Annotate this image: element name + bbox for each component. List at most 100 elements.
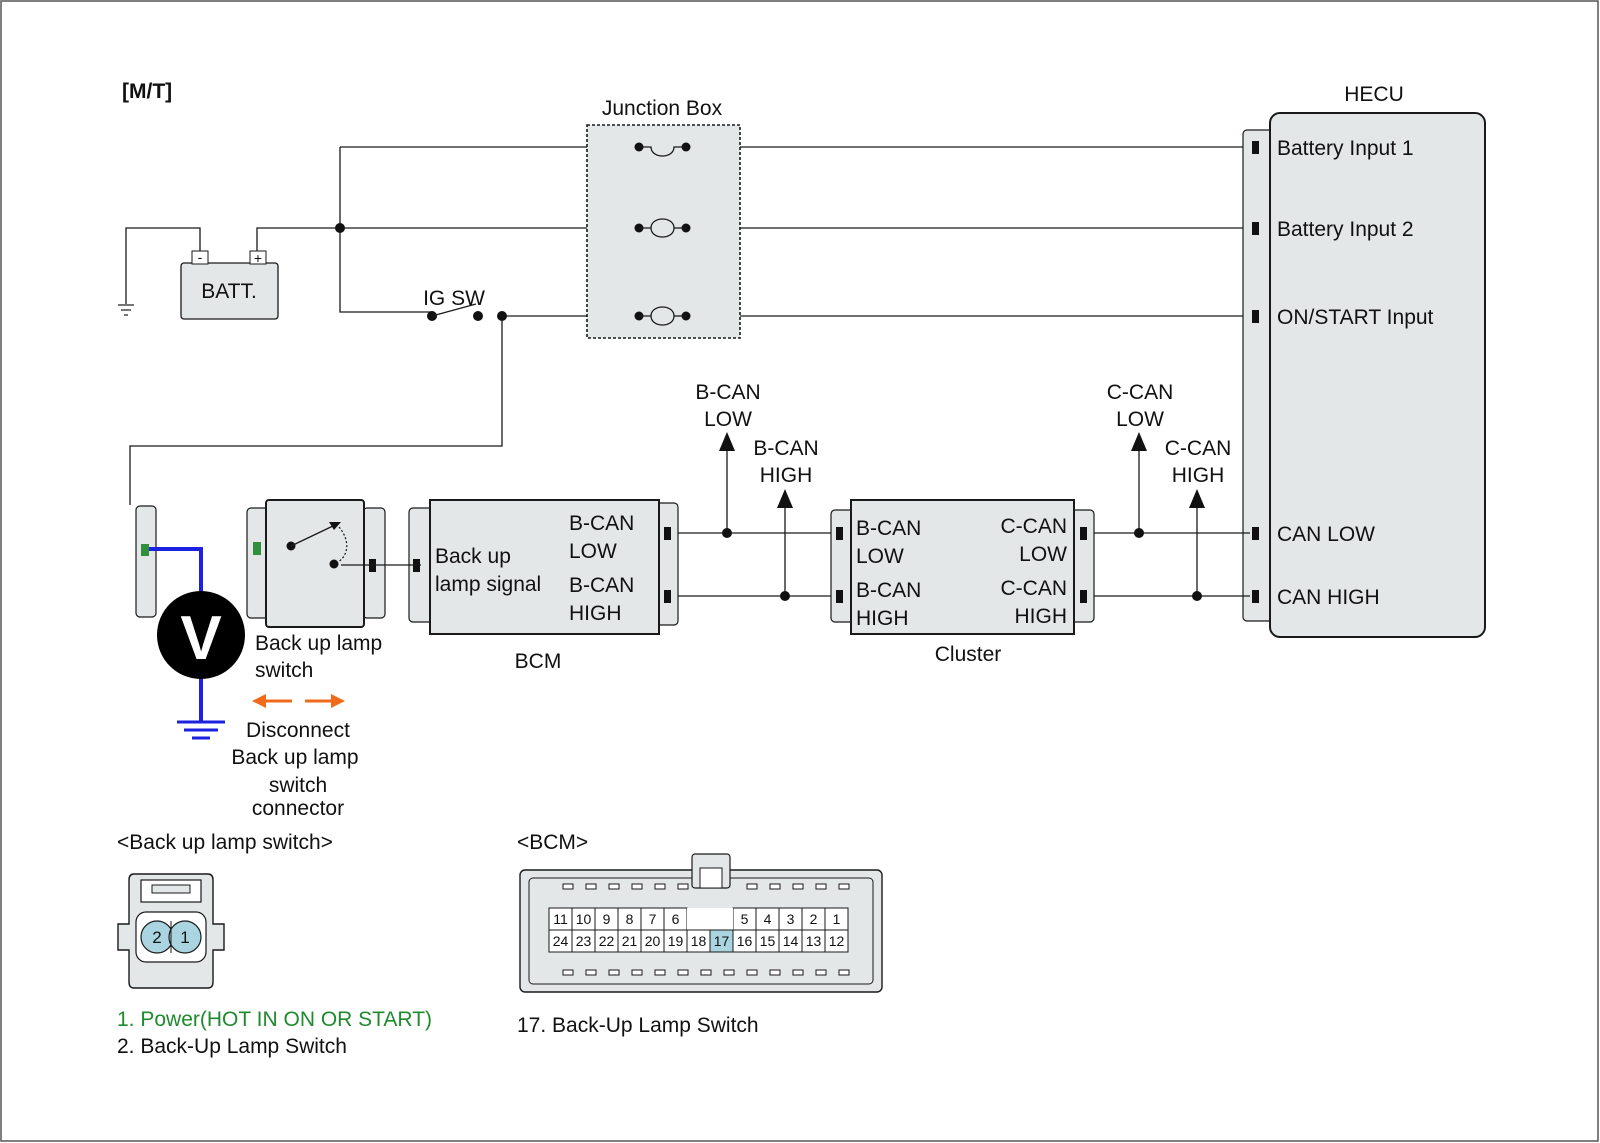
bcm-body [429,499,660,635]
ccan-high-tag-line1: C-CAN [1165,437,1232,460]
bcm-pin-label: 24 [553,933,569,949]
bcm-key-notch [792,969,804,976]
bcm-can-high-line2: HIGH [569,602,622,625]
bcm-pin-label: 15 [760,933,776,949]
battery-label: BATT. [201,280,257,303]
bcan-low-tag-line1: B-CAN [695,381,760,404]
hecu-pins [1252,141,1259,603]
cluster-pin-ccan-low [1080,527,1087,540]
backup-lamp-switch: Back up lamp switch [135,499,421,682]
backup-connector-pin-1-label: 1 [180,928,189,947]
bcm-key-notch [585,969,597,976]
cluster-ccan-low-line2: LOW [1019,543,1067,566]
bcm-label: BCM [515,650,562,673]
probe-lead-positive [149,547,203,600]
bcm-pin-label: 18 [691,933,707,949]
voltmeter-icon [157,591,245,679]
bcm-key-notch [746,883,758,890]
bcan-high-tag-line2: HIGH [760,464,813,487]
bcm-key-notch [838,883,850,890]
fuse-3-icon [634,306,691,326]
bcm-pin-label: 22 [599,933,615,949]
hecu-input-battery-2: Battery Input 2 [1277,218,1414,241]
cluster-pin-bcan-low [836,527,843,540]
ig-switch-blade [431,303,477,317]
bcm-key-notch [654,969,666,976]
can-arrows [719,432,1205,601]
backup-switch-label-line1: Back up lamp [255,632,382,655]
bcm-pin-label: 19 [668,933,684,949]
bcm-key-notch [792,883,804,890]
bcm-pin-label: 23 [576,933,592,949]
mode-label: [M/T] [122,80,172,103]
disconnect-note-line2: Back up lamp [231,746,358,769]
bcm-key-notch [838,969,850,976]
can-wires [676,448,1250,597]
bcm-pin-label: 20 [645,933,661,949]
disconnect-note-line1: Disconnect [246,719,350,742]
backup-connector-title: <Back up lamp switch> [117,831,333,854]
voltmeter-symbol: V [180,604,221,673]
ccan-low-arrow-icon [1131,432,1147,451]
bcm-connector-legend: 17. Back-Up Lamp Switch [517,1014,759,1037]
hecu-connector [1242,129,1274,622]
bcm-pin-can-high [664,590,671,603]
switch-pin-green [253,542,261,555]
bcm-pin-can-low [664,527,671,540]
switch-actuator-arrow-icon [329,522,341,530]
bcm-key-notch [815,969,827,976]
cluster-ccan-low-line1: C-CAN [1001,515,1068,538]
bcm-connector-top-keys [562,883,850,890]
bcm-key-notch [746,969,758,976]
bcan-high-arrow-icon [777,489,793,508]
fuse-2-icon [634,218,691,238]
bcm-key-notch [677,883,689,890]
ccan-low-tag-line1: C-CAN [1107,381,1174,404]
hecu-label: HECU [1344,83,1404,106]
ig-switch: IG SW [423,287,485,317]
bcm-key-notch [585,883,597,890]
bcan-high-tag-line1: B-CAN [753,437,818,460]
bcm-key-notch [608,969,620,976]
backup-connector-pin-1 [168,920,202,954]
bcm-key-notch [654,883,666,890]
ccan-high-arrow-icon [1189,489,1205,508]
hecu-body [1269,112,1486,638]
cluster-ccan-high-line1: C-CAN [1001,577,1068,600]
battery-neg-terminal [191,250,209,265]
fuse-1-icon [634,142,691,157]
bcm-connector-bottom-keys [562,969,850,976]
hecu-input-can-high: CAN HIGH [1277,586,1380,609]
bcm-can-high-line1: B-CAN [569,574,634,597]
bcm-key-notch [562,883,574,890]
backup-switch-harness-connector [135,505,157,618]
bcm-key-notch [723,969,735,976]
bcm-key-notch [769,883,781,890]
bcm-signal-line1: Back up [435,545,511,568]
battery-neg-sign: - [198,249,203,265]
backup-connector-legend-1: 1. Power(HOT IN ON OR START) [117,1008,432,1031]
cluster-label: Cluster [935,643,1002,666]
ccan-low-tag-line2: LOW [1116,408,1164,431]
bcm-connector-title: <BCM> [517,831,588,854]
bcm-key-notch [769,969,781,976]
bcm-key-notch [631,883,643,890]
cluster-bcan-high-line1: B-CAN [856,579,921,602]
bcm-pin-label: 5 [741,911,749,927]
probe-ground-icon [177,720,225,740]
ig-switch-label: IG SW [423,287,485,310]
ccan-high-tag-line2: HIGH [1172,464,1225,487]
junction-box-body [586,124,741,339]
disconnect-arrows-icon [252,694,345,708]
bcm-pin-cell [824,929,849,953]
battery-ground-icon [118,304,134,316]
battery-body [180,262,279,320]
bcm-pin-gap [687,908,733,930]
hecu-input-battery-1: Battery Input 1 [1277,137,1414,160]
backup-connector-pin-2-label: 2 [152,928,161,947]
bcm-key-notch [608,883,620,890]
bcm-pin-label: 14 [783,933,799,949]
